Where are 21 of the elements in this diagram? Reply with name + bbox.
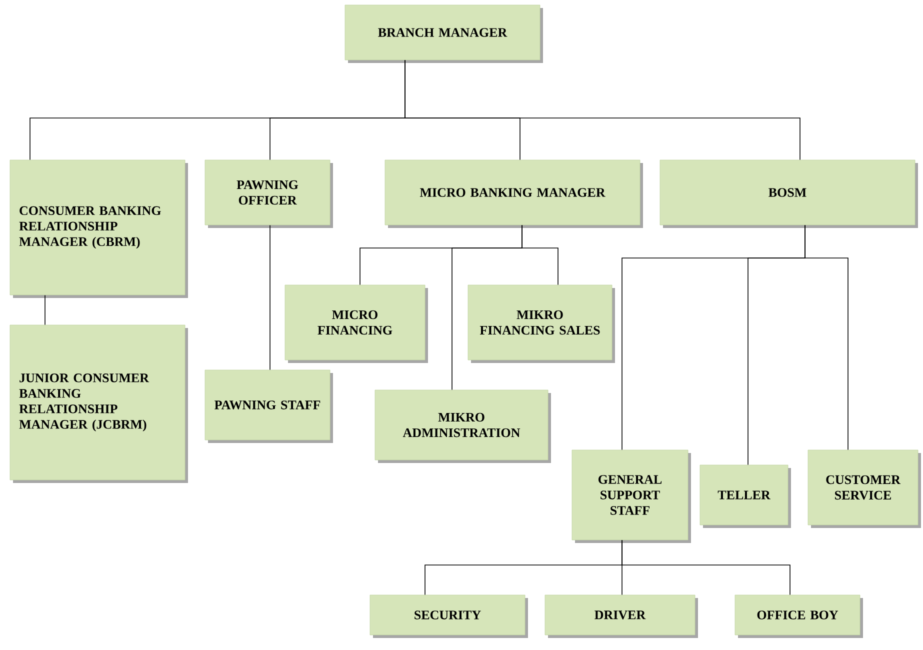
position-box: MICRO FINANCING [284, 284, 428, 363]
position-box: PAWNING STAFF [204, 370, 333, 443]
position-box: SECURITY [370, 594, 528, 638]
position-box: MIKRO ADMINISTRATION [374, 390, 551, 463]
position-box: GENERAL SUPPORT STAFF [572, 450, 691, 543]
position-box: MIKRO FINANCING SALES [468, 284, 615, 363]
position-box: JUNIOR CONSUMER BANKING RELATIONSHIP MANAGER (JCBRM) [10, 324, 188, 483]
position-box: TELLER [700, 464, 791, 528]
position-box: CONSUMER BANKING RELATIONSHIP MANAGER (CBRM) [10, 160, 188, 298]
connector-line [522, 224, 558, 286]
position-box: MICRO BANKING MANAGER [384, 160, 643, 228]
position-box: CUSTOMER SERVICE [808, 450, 921, 528]
connector-line [622, 540, 790, 596]
position-box: BOSM [660, 160, 918, 228]
position-box: PAWNING OFFICER [204, 160, 333, 228]
connector-line [404, 60, 800, 160]
connector-line [804, 224, 848, 450]
position-box: OFFICE BOY [734, 594, 863, 638]
connector-line [44, 294, 46, 326]
position-box: DRIVER [544, 594, 698, 638]
position-box: BRANCH MANAGER [344, 4, 543, 63]
